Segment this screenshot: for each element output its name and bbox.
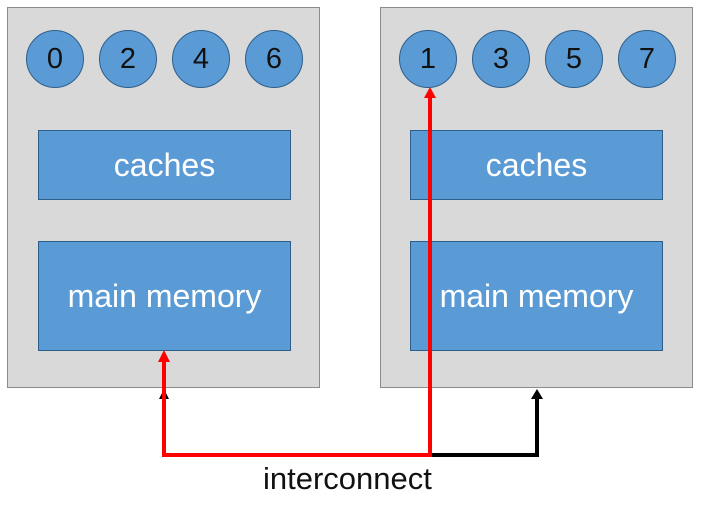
node-1-interconnect-path (430, 398, 539, 457)
core-5: 5 (545, 30, 603, 88)
core-3: 3 (472, 30, 530, 88)
node-0-caches: caches (38, 130, 291, 200)
node-1-caches: caches (410, 130, 663, 200)
node-1-arrowhead (531, 389, 543, 399)
core-1-arrowhead (424, 87, 436, 98)
core-4: 4 (172, 30, 230, 88)
core-7: 7 (618, 30, 676, 88)
node-0-memory-arrowhead (158, 350, 170, 362)
node-0-main-memory: main memory (38, 241, 291, 351)
interconnect-label: interconnect (263, 461, 432, 496)
remote-access-path (162, 95, 432, 457)
core-2: 2 (99, 30, 157, 88)
core-1: 1 (399, 30, 457, 88)
node-1-main-memory: main memory (410, 241, 663, 351)
core-6: 6 (245, 30, 303, 88)
core-0: 0 (26, 30, 84, 88)
